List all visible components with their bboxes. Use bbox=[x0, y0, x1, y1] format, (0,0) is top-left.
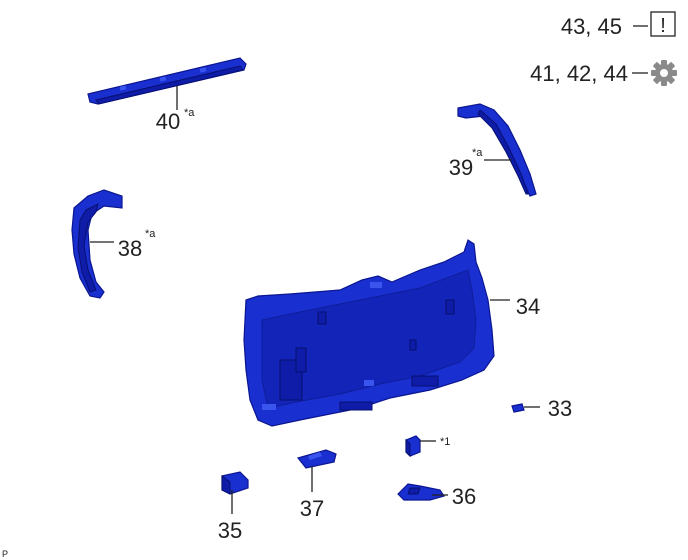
part-note-1-label: *1 bbox=[440, 436, 450, 448]
part-39-note: *a bbox=[472, 147, 483, 159]
part-37-cover: 37 bbox=[296, 449, 337, 521]
part-35-number: 35 bbox=[218, 518, 242, 543]
part-40-number: 40 bbox=[156, 109, 180, 134]
part-38-left-pillar-trim: 38 *a bbox=[71, 189, 156, 299]
caution-box-icon: ! bbox=[650, 11, 676, 37]
part-33-clip: 33 bbox=[511, 396, 572, 421]
tool-legend: 41, 42, 44 bbox=[530, 60, 677, 86]
part-note-1-block: *1 bbox=[405, 435, 450, 458]
part-34-back-door-trim-board: 34 bbox=[243, 239, 540, 427]
part-39-number: 39 bbox=[449, 155, 473, 180]
caution-legend: 43, 45 ! bbox=[561, 11, 676, 39]
caution-refs-label: 43, 45 bbox=[561, 14, 622, 39]
diagram-code: P bbox=[2, 549, 8, 559]
part-35-cap: 35 bbox=[218, 471, 249, 543]
part-37-number: 37 bbox=[300, 496, 324, 521]
caution-symbol: ! bbox=[660, 15, 666, 37]
part-36-number: 36 bbox=[452, 484, 476, 509]
part-34-number: 34 bbox=[516, 294, 540, 319]
part-40-upper-rail: 40 *a bbox=[87, 57, 247, 134]
part-33-number: 33 bbox=[548, 396, 572, 421]
tool-refs-label: 41, 42, 44 bbox=[530, 61, 628, 86]
gear-icon bbox=[651, 60, 677, 86]
part-40-note: *a bbox=[184, 107, 195, 119]
part-38-number: 38 bbox=[118, 236, 142, 261]
part-36-handle: 36 bbox=[397, 483, 476, 509]
part-39-right-pillar-trim: 39 *a bbox=[449, 103, 537, 197]
part-38-note: *a bbox=[145, 228, 156, 240]
